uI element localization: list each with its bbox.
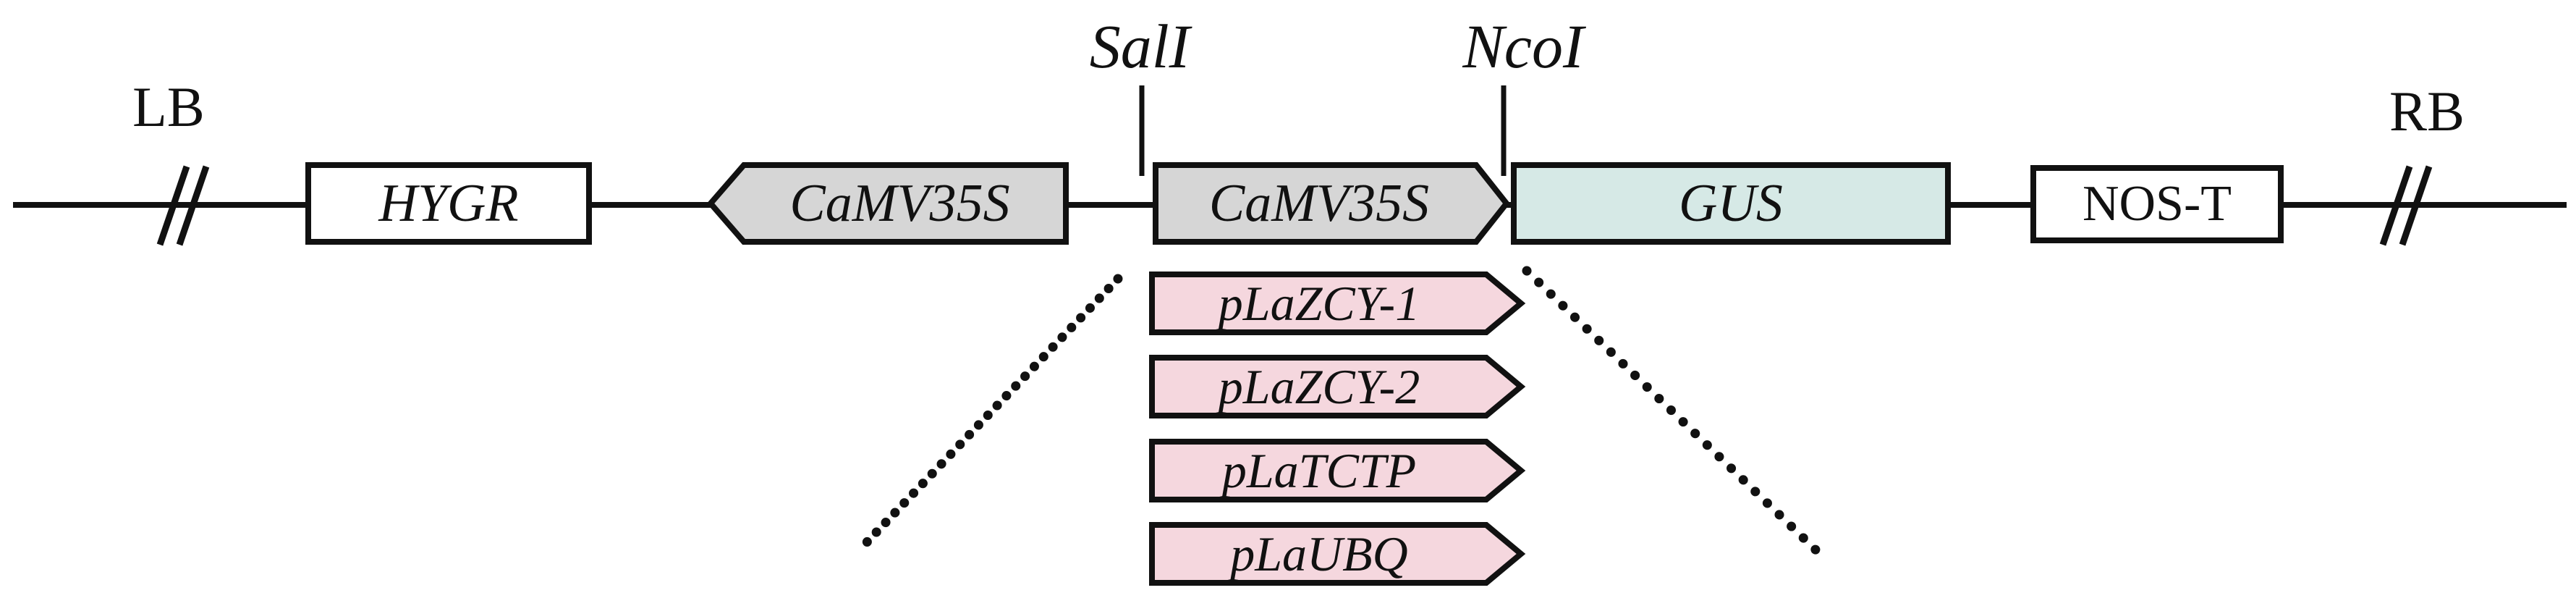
gus-box xyxy=(1511,162,1951,245)
camv35s-right-label: CaMV35S xyxy=(1208,174,1430,233)
nos-t-box xyxy=(2030,165,2284,243)
lb-break-slash-2 xyxy=(176,165,210,246)
rb-break-slash-1 xyxy=(2379,165,2413,246)
camv35s-left-label: CaMV35S xyxy=(789,174,1010,233)
right-border-label: RB xyxy=(2389,80,2465,143)
lb-break-slash-1 xyxy=(156,165,190,246)
plazcy2-arrow xyxy=(1149,355,1526,418)
expansion-dotted-line-left xyxy=(860,274,1123,550)
plazcy1-label: pLaZCY-1 xyxy=(1218,276,1420,331)
camv35s-right-arrow xyxy=(1153,162,1511,245)
ncoi-site-label: NcoI xyxy=(1462,12,1584,81)
nos-t-label: NOS-T xyxy=(2082,176,2232,232)
gus-label: GUS xyxy=(1679,174,1783,233)
plaubq-arrow xyxy=(1149,522,1526,586)
platctp-label: pLaTCTP xyxy=(1221,443,1417,498)
hygr-box xyxy=(305,162,592,245)
left-border-label: LB xyxy=(132,75,205,138)
camv35s-left-arrow xyxy=(706,162,1069,245)
plaubq-label: pLaUBQ xyxy=(1230,526,1408,581)
plazcy2-label: pLaZCY-2 xyxy=(1218,359,1420,414)
hygr-label: HYGR xyxy=(378,174,519,233)
sali-site-label: SalI xyxy=(1089,12,1190,81)
expansion-dotted-line-right xyxy=(1522,266,1825,559)
plazcy1-arrow xyxy=(1149,272,1526,335)
rb-break-slash-2 xyxy=(2399,165,2433,246)
platctp-arrow xyxy=(1149,439,1526,502)
